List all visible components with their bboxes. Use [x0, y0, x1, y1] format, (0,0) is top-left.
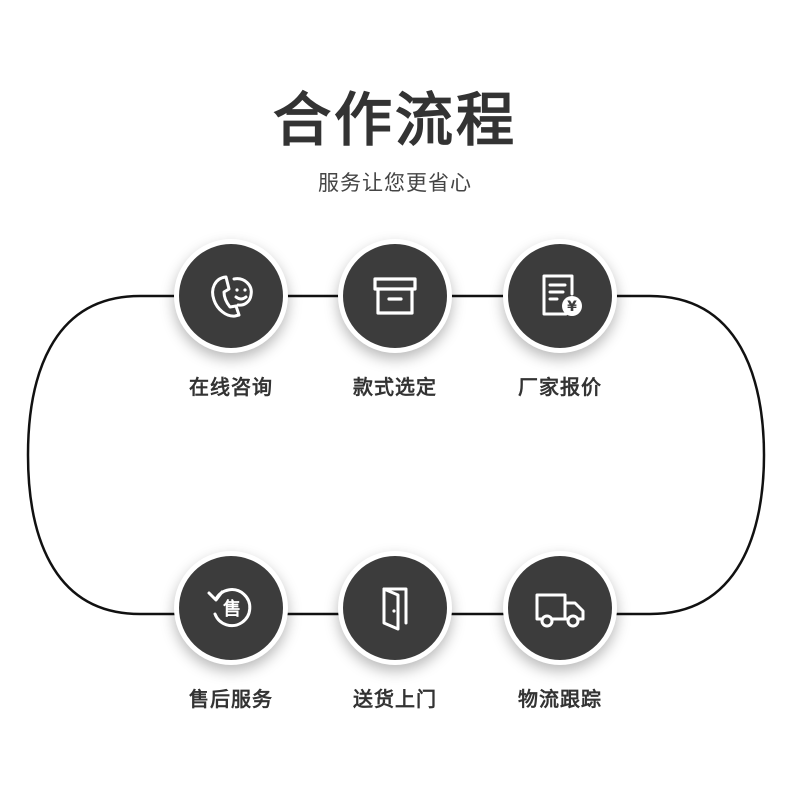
- step-label: 在线咨询: [189, 375, 273, 399]
- svg-text:售: 售: [223, 598, 241, 620]
- truck-icon: [535, 593, 585, 628]
- step-circle: [338, 551, 452, 665]
- page-subtitle: 服务让您更省心: [318, 171, 472, 195]
- step-circle: [503, 551, 617, 665]
- step-circle: ¥: [503, 239, 617, 353]
- door-icon: [382, 587, 408, 631]
- step-label: 厂家报价: [518, 375, 602, 399]
- step-after-sales[interactable]: 售 售后服务: [151, 551, 311, 713]
- step-circle: [174, 239, 288, 353]
- step-circle: [338, 239, 452, 353]
- page-title: 合作流程: [272, 86, 517, 154]
- svg-text:¥: ¥: [567, 299, 577, 315]
- step-style-select[interactable]: 款式选定: [315, 239, 475, 401]
- step-label: 送货上门: [353, 687, 437, 711]
- step-factory-quote[interactable]: ¥ 厂家报价: [480, 239, 640, 401]
- step-logistics-tracking[interactable]: 物流跟踪: [480, 551, 640, 713]
- step-label: 物流跟踪: [518, 687, 602, 711]
- after-sales-icon: 售: [207, 588, 252, 628]
- step-door-delivery[interactable]: 送货上门: [315, 551, 475, 713]
- box-icon: [373, 277, 417, 315]
- quote-document-icon: ¥: [542, 274, 582, 316]
- step-label: 款式选定: [353, 375, 437, 399]
- step-label: 售后服务: [189, 687, 273, 711]
- step-online-consult[interactable]: 在线咨询: [151, 239, 311, 401]
- step-circle: 售: [174, 551, 288, 665]
- phone-chat-icon: [211, 275, 253, 318]
